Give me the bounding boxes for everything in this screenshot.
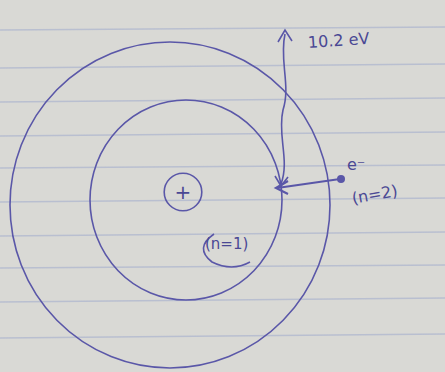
electron-dot [337,175,345,183]
nucleus-circle: + [163,172,203,212]
ruled-lines [0,27,445,338]
electron-symbol: e⁻ [347,156,365,174]
arrow-head [278,30,292,42]
outer-orbit [10,42,330,368]
inner-orbit [90,100,282,300]
circle-mark [203,234,250,267]
charge-sign: + [163,182,203,202]
energy-arrow [281,34,286,184]
arrow-head [276,181,288,194]
level-label: (n=1) [205,236,248,253]
transition-arrow [277,179,340,188]
energy-label: 10.2 eV [307,30,370,52]
level-label: (n=2) [350,182,399,207]
